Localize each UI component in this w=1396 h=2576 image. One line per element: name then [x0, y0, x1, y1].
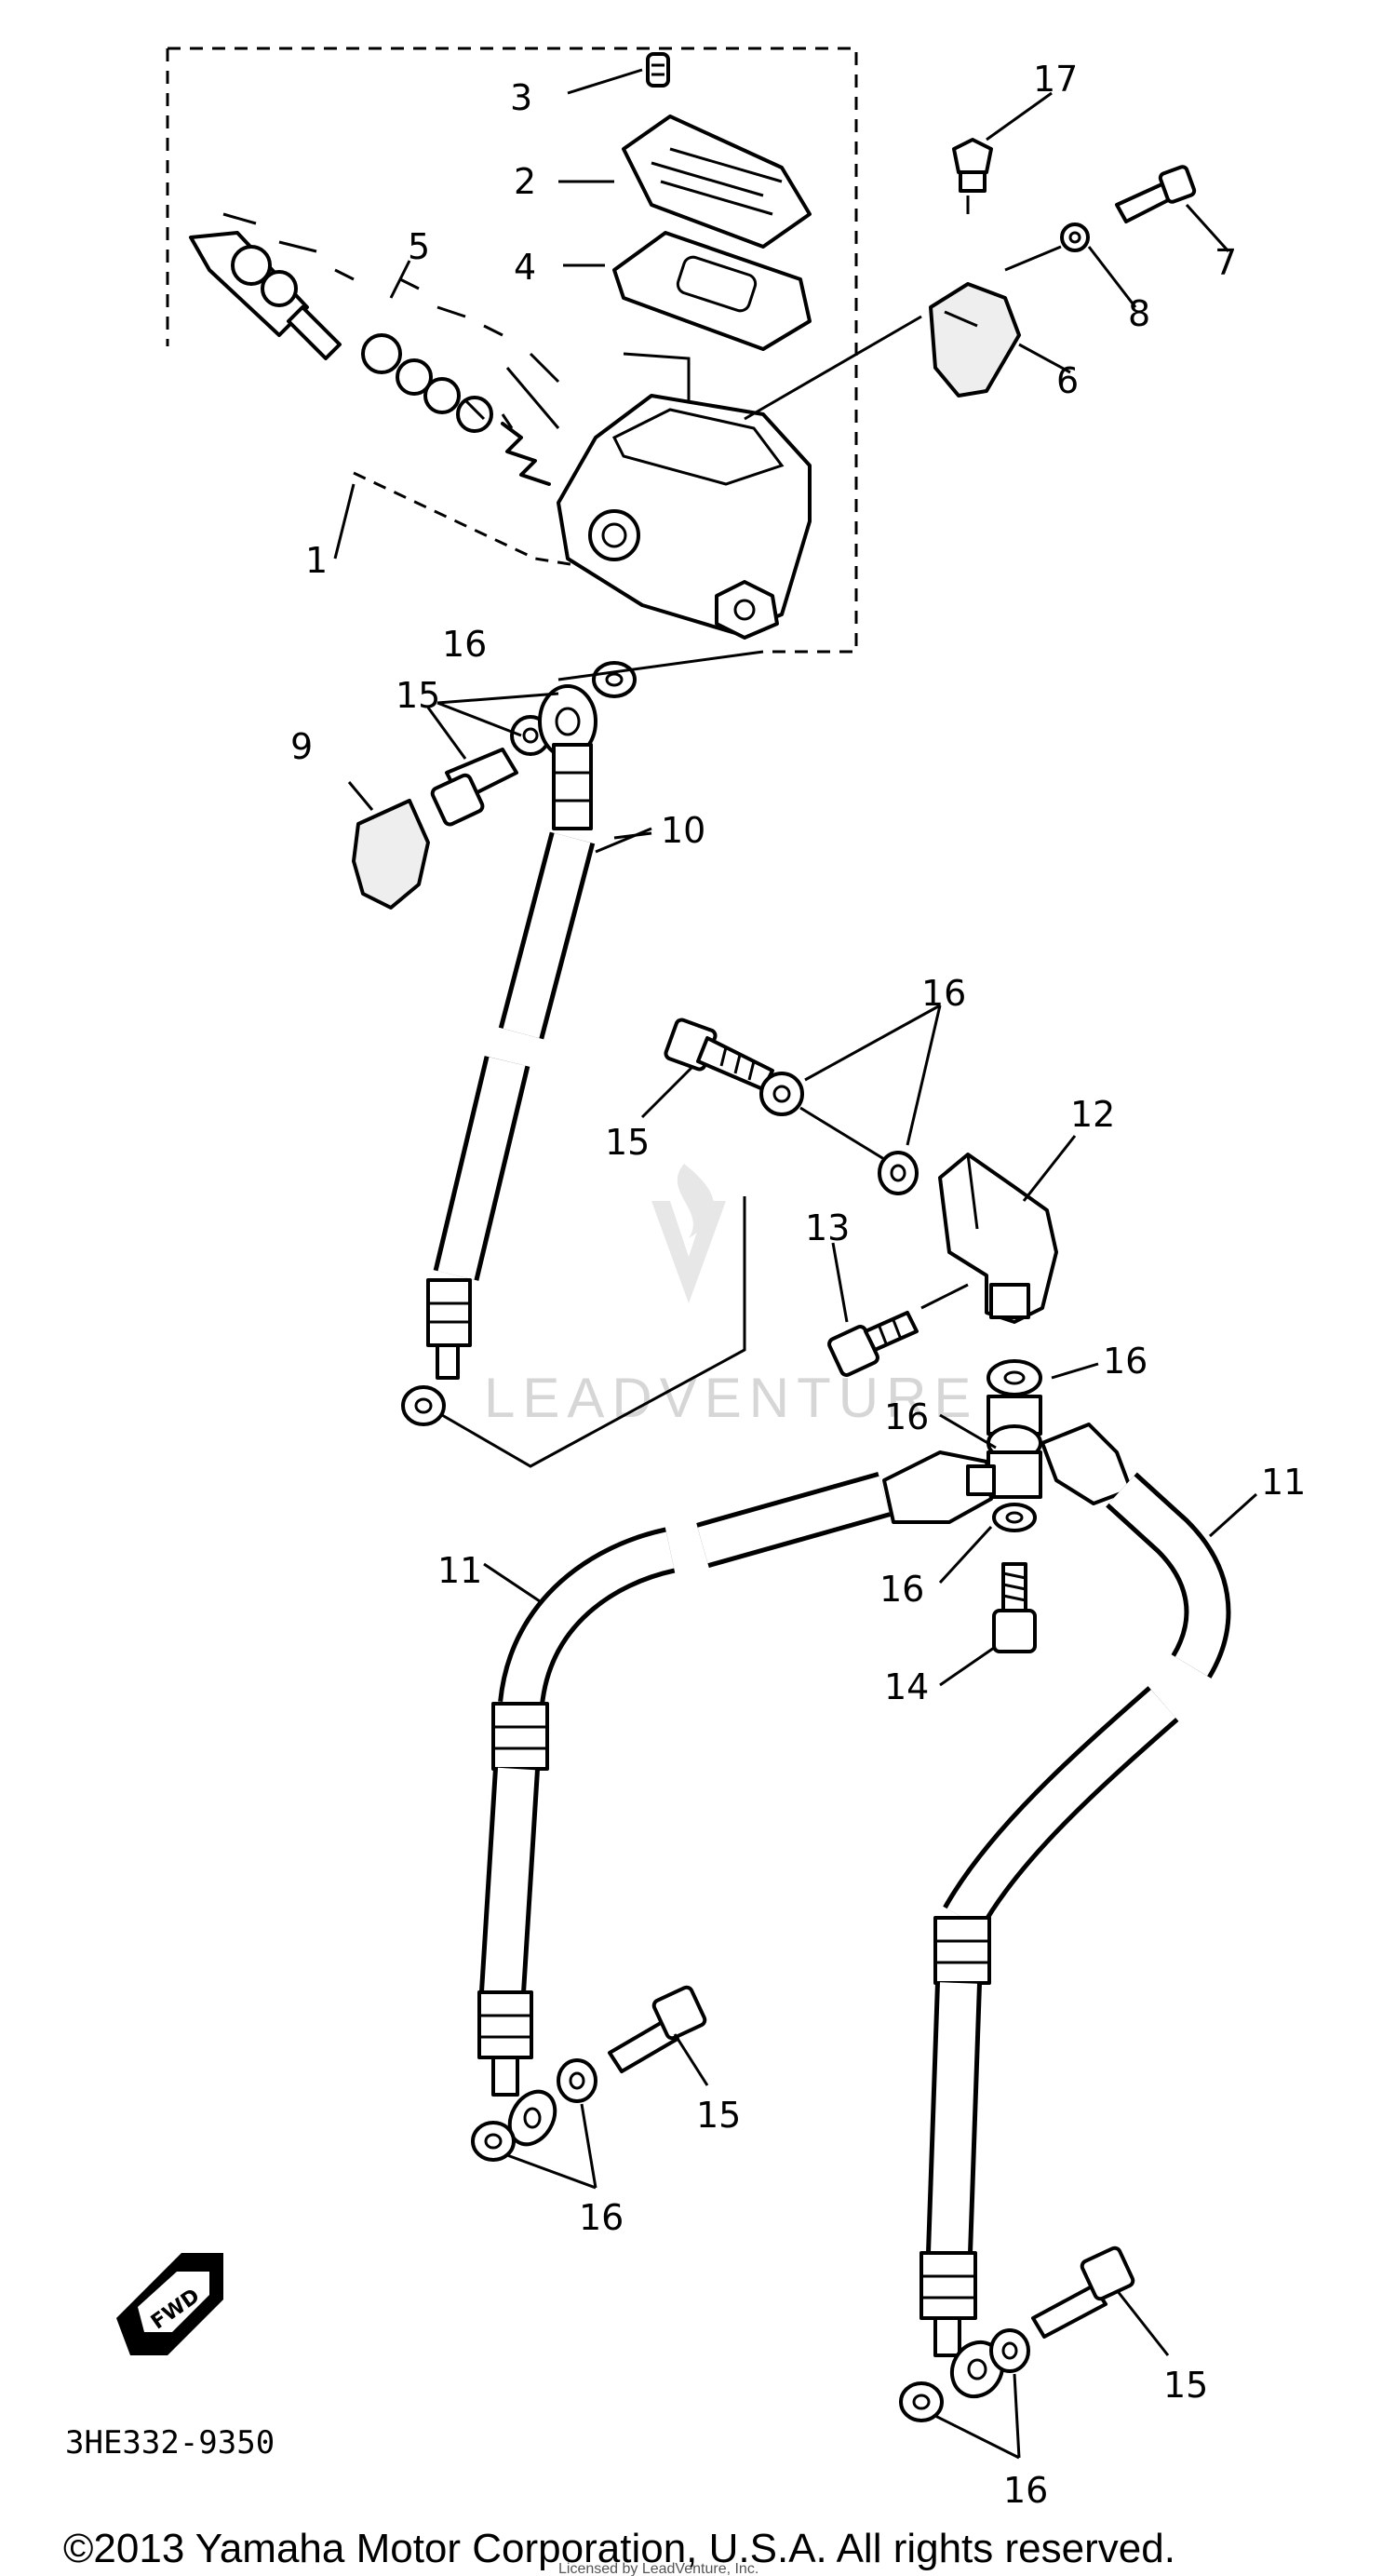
callout-2: 2	[514, 161, 536, 202]
washer-part-16-e	[557, 2058, 597, 2103]
washer-part-16-c	[759, 1072, 804, 1116]
callout-9: 9	[290, 726, 313, 767]
union-bolt-part-15-d	[1031, 2246, 1135, 2339]
callout-14: 14	[884, 1666, 929, 1707]
piston-kit-part-5	[189, 212, 560, 486]
washer-part-16-a	[592, 661, 637, 698]
callout-16-f: 16	[579, 2197, 624, 2238]
washer-part-16-h	[899, 2381, 944, 2422]
callout-1: 1	[305, 540, 328, 581]
bolt-part-13	[827, 1311, 919, 1377]
cap-screw-part-3	[646, 52, 670, 88]
fine-print: Licensed by LeadVenture, Inc.	[558, 2561, 758, 2576]
callout-11-right: 11	[1261, 1462, 1306, 1503]
callout-16-d: 16	[884, 1396, 929, 1437]
callout-16-a: 16	[442, 624, 487, 665]
watermark-text: LEADVENTURE	[484, 1367, 978, 1429]
callout-3: 3	[510, 77, 532, 118]
callout-15-c: 15	[696, 2095, 741, 2136]
hose-fitting-left	[882, 1450, 996, 1524]
union-bolt-part-15-c	[608, 1985, 707, 2073]
washer-part-16-d	[878, 1151, 919, 1195]
bolt-part-7	[1115, 165, 1197, 223]
washer-part-16-g	[989, 2328, 1030, 2373]
callout-11-left: 11	[437, 1550, 482, 1591]
watermark-logo	[651, 1164, 726, 1303]
callout-15-d: 15	[1163, 2365, 1208, 2406]
union-bolt-part-15-b	[664, 1018, 774, 1091]
protector-cover-part-9	[352, 799, 430, 910]
callout-15-a: 15	[396, 675, 440, 716]
brake-hose-part-11-right	[919, 1472, 1231, 2399]
brake-hose-part-10	[401, 684, 597, 1426]
hose-fitting-right	[1040, 1423, 1133, 1505]
callout-labels: 3 17 2 7 4 5 8 6 1 16 15 9 10 16 12 15 1…	[290, 59, 1306, 2511]
washer-part-16-f	[471, 2121, 516, 2162]
copyright-notice: ©2013 Yamaha Motor Corporation, U.S.A. A…	[63, 2526, 1175, 2571]
diaphragm-part-4	[612, 231, 812, 351]
callout-4: 4	[514, 247, 536, 288]
callout-8: 8	[1128, 293, 1150, 334]
callout-12: 12	[1070, 1094, 1115, 1135]
cap-bolt-part-17	[952, 138, 993, 193]
callout-7: 7	[1215, 242, 1237, 283]
callout-17: 17	[1033, 59, 1078, 100]
joint-stack	[987, 1359, 1042, 1532]
forward-direction-badge: FWD	[116, 2253, 223, 2355]
master-cylinder-body-part-1	[557, 352, 812, 640]
callout-5: 5	[408, 226, 430, 267]
callout-16-e: 16	[879, 1569, 924, 1610]
holder-part-6	[929, 282, 1021, 398]
brake-hose-part-11-left	[477, 1471, 891, 2147]
union-bolt-part-15-a	[430, 748, 518, 827]
callout-15-b: 15	[605, 1122, 650, 1163]
callout-6: 6	[1056, 360, 1079, 401]
callout-16-b: 16	[921, 973, 966, 1014]
bolt-part-14	[992, 1562, 1037, 1653]
callout-16-c: 16	[1103, 1341, 1148, 1382]
callout-16-g: 16	[1003, 2470, 1048, 2511]
nut-part-8	[1060, 223, 1090, 252]
callout-13: 13	[805, 1207, 850, 1248]
diagram-part-number: 3HE332-9350	[65, 2424, 275, 2461]
reservoir-cap-part-2	[622, 115, 812, 249]
callout-10: 10	[661, 810, 705, 851]
